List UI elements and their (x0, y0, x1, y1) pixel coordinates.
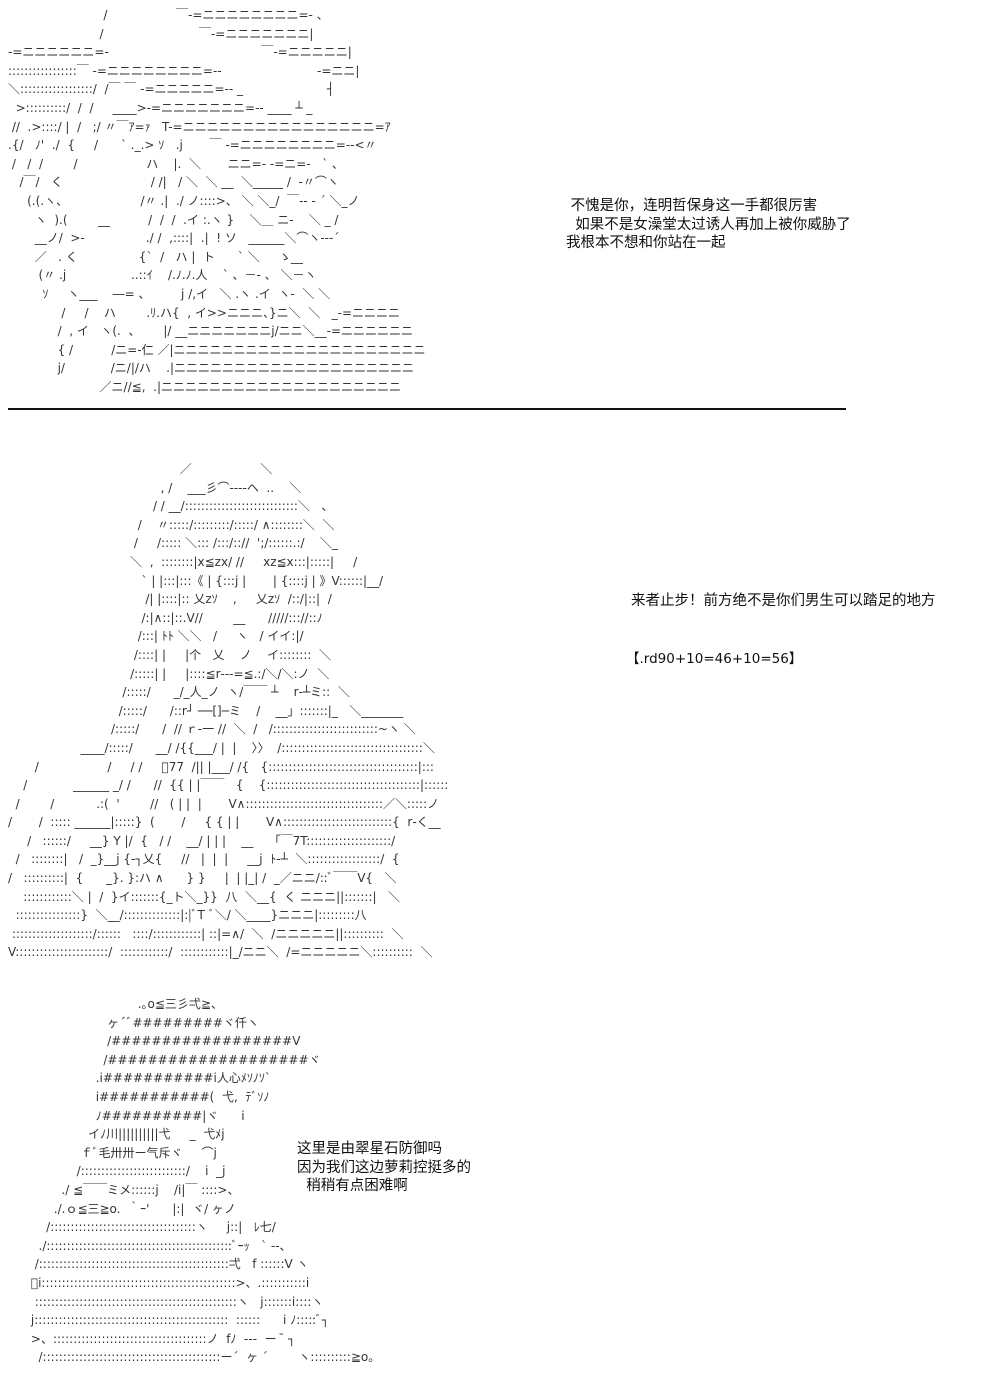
art-line: ／ニ//≦, .|ニニニニニニニニニニニニニニニニニニニニ (8, 379, 401, 394)
dialogue-line: 不愧是你，连明哲保身这一手都很厉害 (566, 198, 818, 214)
art-line: ::::::::::::::::::::/:::::: ::::/:::::::… (8, 926, 404, 941)
art-line: ヶ´ﾞ#########ヾ仟ヽ (8, 1015, 259, 1030)
ascii-art-panel-1: / ￣-=ニニニニニニニニ=- 、 / ￣-=ニニニニニニニ| -=ニニニニニニ=… (8, 6, 426, 396)
art-line: , / ___彡⌒‐‐--ヘ .. ＼ (8, 480, 302, 495)
art-line: /:|∧::|::.V// __ /////::://::ﾉ (8, 610, 323, 625)
ascii-art-panel-2: ／ ＼ , / ___彡⌒‐‐--ヘ .. ＼ / / __/:::::::::… (8, 460, 448, 962)
art-line: -=ニニニニニニ=- ￣-=ニニニニニ| (8, 45, 352, 60)
art-line: /:::::| | |::::≦r‐‐‐=≦.:/＼/＼:ノ ＼ (8, 666, 330, 681)
art-line: __ノ/ >- ./ / ,::::| .| ! ソ ______＼⌒ヽ--‐´ (8, 231, 340, 246)
art-line: / /::::: ＼::: /:::/::// ';/::::::.:/ ＼_ (8, 536, 338, 551)
art-line: /:::::/ /::r┘ ──[]─ミ / __」:::::::|_ ＼___… (8, 703, 404, 718)
art-line: ＼ , ::::::::|x≦zx/ // xz≦x:::|:::::| / (8, 554, 358, 569)
dialogue-line: 我根本不想和你站在一起 (566, 235, 726, 251)
art-line: i###########( 弋, ﾃﾞｿﾉ (8, 1089, 270, 1104)
art-line: / / ハ .ﾘ.ハ{ , イ>>ニニニ、}ニ＼ ＼ _-=ニニニニ (8, 305, 401, 320)
art-line: ::::::::::::::::} ＼__/::::::::::::::|:|ﾞ… (8, 908, 367, 923)
art-line: / ______ _/ / // {{ | |￣￣ { {:::::::::::… (8, 778, 449, 793)
art-line: V:::::::::::::::::::::::/ ::::::::::::/ … (8, 945, 433, 960)
art-line: .｡o≦三彡弌≧、 (8, 997, 223, 1011)
art-line: / / ::::: ______|:::::} ( / { { | | V∧::… (8, 815, 441, 830)
art-line: /| |::::|:: 乂zｿ , 乂zｿ /::/|::| / (8, 592, 332, 607)
art-line: /:::::::::::::::::::::::::::::::::::::::… (8, 1257, 309, 1272)
art-line: /:::::/ / // ｒ‐一 // ＼ / /:::::::::::::::… (8, 722, 416, 737)
dialogue-line: 如果不是女澡堂太过诱人再加上被你威胁了 (566, 216, 851, 233)
art-line: ﾞi::::::::::::::::::::::::::::::::::::::… (8, 1275, 310, 1290)
art-line: イﾉ川||||||||||弋 _ 弋ﾒj (8, 1127, 225, 1142)
dialogue-line: 稍稍有点困难啊 (297, 1178, 408, 1194)
art-line: j/ /ニ/|/ハ .|ニニニニニニニニニニニニニニニニニニニニ (8, 361, 415, 376)
art-line: / / __/::::::::::::::::::::::::::::＼ 、 (8, 499, 334, 514)
art-line: ::::::::::::＼ | / }イ:::::::{_ト＼_}} 八 ＼__… (8, 889, 400, 904)
dialogue-panel-2: 来者止步！前方绝不是你们男生可以踏足的地方 (631, 593, 936, 609)
art-line: ____/:::::/ __/ /{{___/ | | 〉〉 /::::::::… (8, 740, 435, 755)
art-line: >、::::::::::::::::::::::::::::::::::::::… (8, 1331, 296, 1346)
art-line: /:::| ﾄﾄ ＼＼ / ヽ / イイ:|/ (8, 629, 304, 644)
art-line: j:::::::::::::::::::::::::::::::::::::::… (8, 1313, 329, 1328)
art-line: .i###########i人心ﾒｿﾉｿ` (8, 1071, 271, 1086)
art-line: ./.ｏ≦三≧o. ｀ｰ' |:| ヾ/ ヶノ (8, 1201, 236, 1216)
art-line: { / /ニ=‐仁 ／|ニニニニニニニニニニニニニニニニニニニニニ (8, 342, 426, 357)
ascii-art-panel-3: .｡o≦三彡弌≧、 ヶ´ﾞ#########ヾ仟ヽ /#############… (8, 995, 374, 1367)
art-line: / ::::::/ __} Y |/ { / / __/ | | | __ 「￣… (8, 833, 396, 848)
art-line: / / / / ﾞ77 /|| |___/ /{ {::::::::::::::… (8, 759, 434, 774)
art-line: .{/ ﾉ' ./ { / ` ._.> ｿ .j ￣ -=ニニニニニニニニ=-… (8, 138, 377, 153)
art-line: ::::::::::::::::::::::::::::::::::::::::… (8, 1294, 324, 1309)
art-line: /￣/ く / /| / ＼ ＼ __ ＼_____ / ‐〃⌒ヽ (8, 175, 339, 190)
art-line: /####################ヾ (8, 1052, 321, 1067)
art-line: / , イ ヽ(. 、 |/ __ニニニニニニニj/ニニ＼__-=ニニニニニニ (8, 324, 414, 339)
dialogue-panel-1: 不愧是你，连明哲保身这一手都很厉害 如果不是女澡堂太过诱人再加上被你威胁了我根本… (566, 197, 851, 253)
art-line: /::::::::::::::::::::::::::::::::::::ヽ j… (8, 1220, 276, 1235)
art-line: /##################V (8, 1034, 301, 1049)
art-line: / ￣-=ニニニニニニニ| (8, 26, 314, 41)
dialogue-line: 因为我们这边萝莉控挺多的 (297, 1159, 471, 1176)
dialogue-line: 这里是由翠星石防御吗 (297, 1141, 442, 1157)
art-line: / ￣-=ニニニニニニニニ=- 、 (8, 8, 329, 22)
art-line: / ::::::::| / _}__j {-┐乂{ // | | | __j ﾄ… (8, 852, 400, 867)
art-line: ／ . く {` / ハ | ト ` ＼ ゝ__ (8, 249, 303, 264)
art-line: ﾉ##########|ヾ i (8, 1108, 245, 1123)
art-line: /:::::::::::::::::::::::::::::::::::::::… (8, 1350, 375, 1365)
art-line: /::::::::::::::::::::::::::/ i _j (8, 1164, 226, 1179)
art-line: ／ ＼ (8, 462, 273, 476)
art-line: / 〃:::::/:::::::::/:::::/ ∧::::::::＼ ＼ (8, 517, 335, 532)
art-line: // .>::::/ | / ;/ 〃￣ｱ=ｧ T-=ニニニニニニニニニニニニニ… (8, 119, 391, 134)
art-line: ./::::::::::::::::::::::::::::::::::::::… (8, 1238, 292, 1253)
art-line: >::::::::::/ / / ____>-=ニニニニニニニ=-- ____ … (8, 100, 313, 115)
art-line: (.(.ヽ、 /〃 .| ./ ノ::::>、 ＼ ＼_/ ￣-- ‐ ´ ＼_… (8, 193, 360, 208)
art-line: / / .:( ' // ( | | | V∧:::::::::::::::::… (8, 796, 440, 811)
art-line: /:::::/ _/_人_ノ ヽ/￣￣ ┴ r‐┴ミ:: ＼ (8, 685, 350, 700)
art-line: (〃 .j ..::ｲ /.ﾉ.ﾉ.人 ` 、－- 、 ＼－ヽ (8, 268, 317, 283)
art-line: ` | |:::|:::《 | {:::j | | {::::j | 》V:::… (8, 573, 384, 588)
art-line: ＼::::::::::::::::::/ /￣ ￣ -=ニニニニニ=-- _ ┤ (8, 82, 335, 97)
art-line: /::::| | |个 乂 ノ イ:::::::: ＼ (8, 647, 332, 662)
dice-roll-text: 【.rd90+10=46+10=56】 (626, 651, 803, 667)
art-line: :::::::::::::::::￣ -=ニニニニニニニニ=-- -=ニニ| (8, 63, 360, 78)
art-line: ./ ≦￣￣ミメ::::::j /i|￣ ::::>、 (8, 1182, 240, 1197)
panel-divider (8, 408, 846, 410)
art-line: / / / / ハ |. ＼ ニニ=- -=ニ=- ` 、 (8, 156, 344, 171)
art-line: / ::::::::::| { _}. }:ハ ∧ } } | | |_| / … (8, 871, 397, 886)
art-line: ヽ ).( __ / / / .イ :.ヽ } ＼＿ ニ- ＼ _ / (8, 212, 339, 227)
art-line: ｿ ヽ___ ―= 、 j /,イ ＼ .ヽ .イ ヽ- ＼ ＼ (8, 286, 331, 301)
dialogue-panel-3: 这里是由翠星石防御吗因为我们这边萝莉控挺多的 稍稍有点困难啊 (297, 1140, 471, 1196)
art-line: ｆﾞ毛卅卅ー气斥ヾ ⌒j (8, 1145, 217, 1160)
